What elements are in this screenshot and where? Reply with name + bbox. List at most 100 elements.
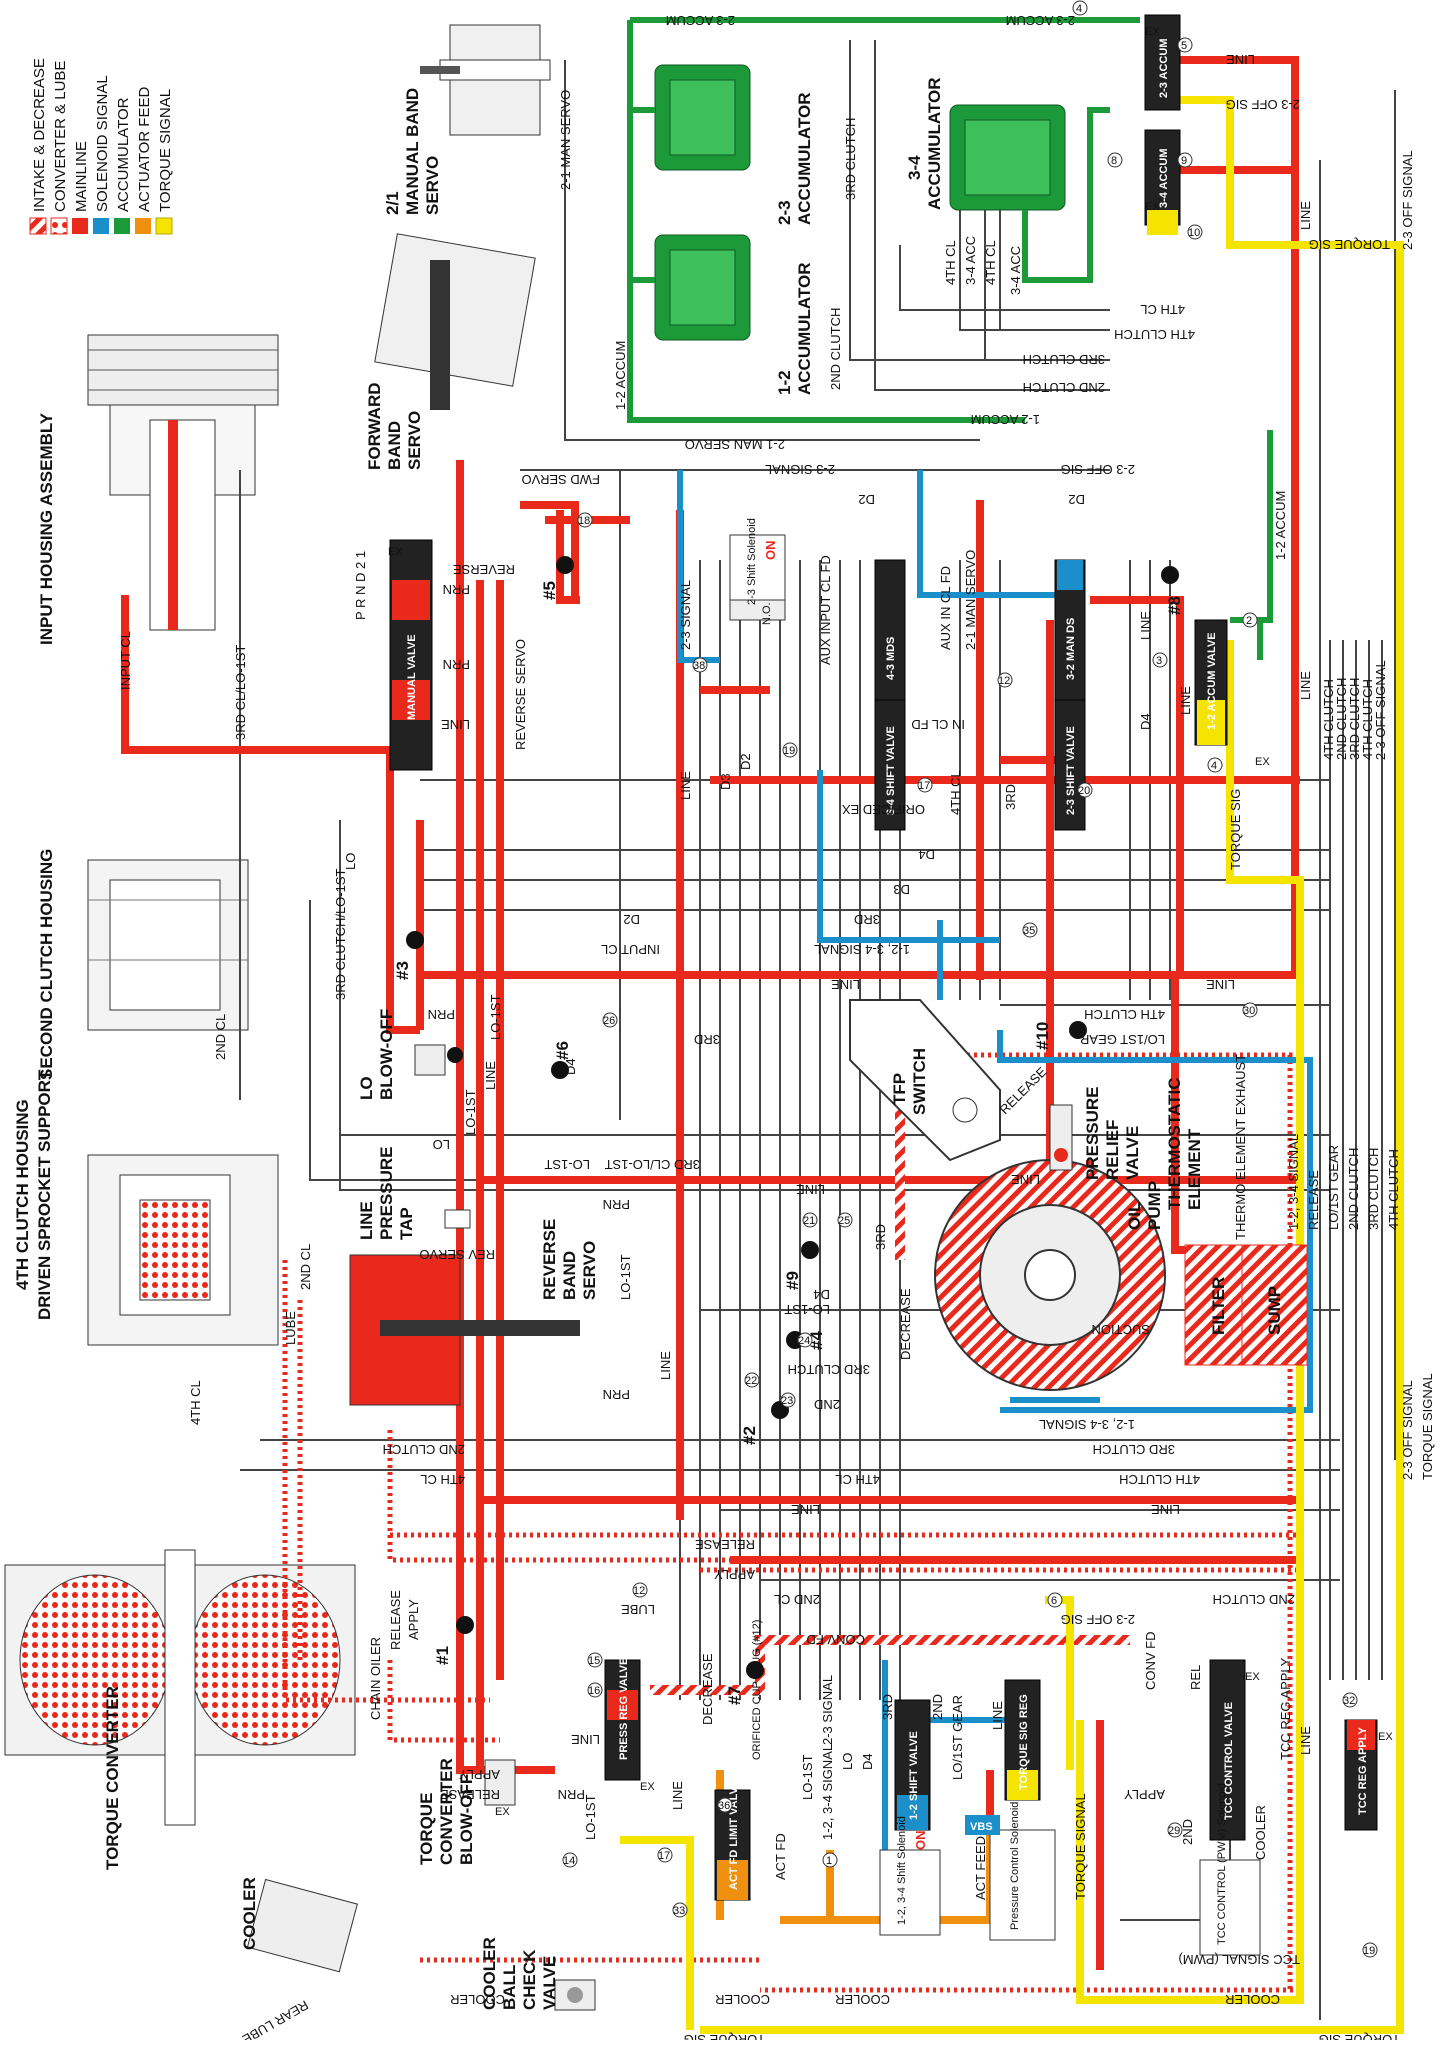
tcc-solenoid: TCC CONTROL (PWM) Solenoid [1199, 1783, 1261, 1956]
orifice-number: 36 [718, 1800, 730, 1812]
pressure-relief-title-3: VALVE [1123, 1126, 1142, 1180]
label-lo-v: LO [343, 853, 358, 870]
no-label: N.O. [761, 602, 773, 625]
checkball-9: #9 [783, 1241, 819, 1290]
label-3rd-clutch-top: 3RD CLUTCH [843, 118, 858, 200]
label-line-h1: LINE [831, 977, 860, 992]
filter-sump: FILTER SUMP [1184, 1244, 1308, 1366]
cooler-check-title: COOLER [480, 1937, 499, 2010]
label-act-fd: ACT FD [773, 1833, 788, 1880]
legend-label: INTAKE & DECREASE [31, 58, 48, 212]
torque-converter: TORQUE CONVERTER [4, 1549, 356, 1870]
oil-pump: OIL PUMP [934, 1159, 1166, 1391]
checkball-1-label: #1 [433, 1646, 452, 1665]
label-line-manual: LINE [441, 717, 470, 732]
label-accum-12-right: 1-2 ACCUM [1273, 491, 1288, 560]
accumulator-1-2-title-2: ACCUMULATOR [795, 262, 814, 395]
label-signal-1234-h: 1-2, 3-4 SIGNAL [814, 942, 910, 957]
label-lo1st-h2: LO-1ST [784, 1302, 830, 1317]
label-lo1st-gear-right: LO/1ST GEAR [1326, 1145, 1341, 1230]
orifice-number: 4 [1211, 760, 1217, 772]
checkball-7-label: #7 [725, 1686, 744, 1705]
label-2nd-cl-h: 2ND CL [774, 1592, 820, 1607]
label-2nd-clutch-mid: 2ND CLUTCH [1334, 678, 1349, 760]
label-signal-1234-v: 1-2, 3-4 SIGNAL [820, 1744, 835, 1840]
legend-swatch [155, 217, 173, 235]
label-4th-clutch-mid2: 4TH CLUTCH [1360, 679, 1375, 760]
forward-band-servo: FORWARD BAND SERVO [365, 233, 536, 470]
orifice-number: 17 [658, 1850, 670, 1862]
label-2nd-v2: 2ND [1180, 1819, 1195, 1845]
orifice-number: 12 [633, 1585, 645, 1597]
accumulator-3-4: 3-4 ACCUMULATOR [905, 77, 1066, 211]
orifice-number: 23 [781, 1395, 793, 1407]
valve-32-man-ds-label: 3-2 MAN DS [1065, 618, 1077, 680]
label-4th-cl-h4: 4TH CL [835, 1472, 880, 1487]
valve-tcc-reg-apply-label: TCC REG APPLY [1357, 1727, 1369, 1815]
label-d4-h: D4 [918, 847, 935, 862]
label-off-signal-mid: 2-3 OFF SIGNAL [1373, 660, 1388, 760]
torque-converter-blowoff: TORQUE CONVERTER BLOW-OFF [417, 1758, 516, 1865]
solenoid-1234-on: ON [913, 1831, 928, 1851]
fourth-clutch-title-2: DRIVEN SPROCKET SUPPORT [35, 1069, 54, 1320]
orifice-marker: 4 [1072, 0, 1088, 16]
valve-34-accum-label: 3-4 ACCUM [1158, 149, 1170, 209]
orifice-marker: 33 [672, 1902, 688, 1918]
manual-band-servo-title: 2/1 [383, 191, 402, 215]
label-line-h2: LINE [1206, 977, 1235, 992]
label-accum-23-top-2: 2-3 ACCUM [1006, 13, 1075, 28]
thermostatic-title: THERMOSTATIC [1165, 1077, 1184, 1210]
label-4th-cl-h3: 4TH CL [420, 1472, 465, 1487]
lo-blowoff-title-2: BLOW-OFF [377, 1009, 396, 1100]
label-lo-1st-v2: LO-1ST [618, 1254, 633, 1300]
label-line-32: LINE [1138, 611, 1153, 640]
label-d3-v: D3 [718, 773, 733, 790]
solenoid-2-3-label: 2-3 Shift Solenoid [746, 518, 758, 605]
label-d2-h: D2 [623, 912, 640, 927]
orifice-number: 32 [1343, 1695, 1355, 1707]
checkballs: #1 #2 #3 #4 #5 #6 #7 #8 [393, 556, 1184, 1705]
label-acc-34: 3-4 ACC [1008, 246, 1023, 295]
label-2nd-clutch-right: 2ND CLUTCH [1346, 1148, 1361, 1230]
label-suction: SUCTION [1092, 1322, 1151, 1337]
reverse-band-servo-title: REVERSE [540, 1219, 559, 1300]
orifice-number: 10 [1188, 227, 1200, 239]
orificed-cup-plug: ORIFICED CUP PLUG (#12) [751, 1620, 763, 1760]
label-3rd-cl-lo1st: 3RD CL/LO-1ST [233, 645, 248, 740]
valve-12-accum: 1-2 ACCUM VALVE [1194, 619, 1228, 746]
line-pressure-tap: LINE PRESSURE TAP [357, 1146, 471, 1240]
legend-swatch [114, 218, 130, 234]
orifice-markers: 4 5 8 9 10 18 38 12 2 3 4 19 17 20 35 26… [562, 0, 1378, 1958]
torque-converter-title: TORQUE CONVERTER [103, 1686, 122, 1870]
input-housing-assembly: INPUT HOUSING ASSEMBLY [37, 334, 279, 645]
label-signal-23-v2: 2-3 SIGNAL [820, 1675, 835, 1745]
orifice-marker: 8 [1107, 152, 1123, 168]
misc-labels: P R N D 2 1 EX EX EX EX EX EX EX EX N.O. [353, 26, 1393, 1818]
orifice-marker: 17 [917, 777, 933, 793]
orifice-marker: 19 [782, 742, 798, 758]
orifice-number: 12 [998, 675, 1010, 687]
label-3rd-v2: 3RD [873, 1224, 888, 1250]
label-tcc-reg-apply: TCC REG APPLY [1278, 1657, 1293, 1760]
orifice-marker: 4 [1207, 757, 1223, 773]
orifice-marker: 16 [587, 1682, 603, 1698]
orifice-marker: 12 [632, 1582, 648, 1598]
cooler-check-title-4: VALVE [540, 1956, 559, 2010]
orifice-number: 14 [563, 1855, 575, 1867]
reverse-band-servo-title-2: BAND [560, 1251, 579, 1300]
label-3rd-h2: 3RD [694, 1032, 720, 1047]
label-off-sig-top: 2-3 OFF SIG [1226, 97, 1300, 112]
label-3rd-clutch-mid: 3RD CLUTCH [1347, 678, 1362, 760]
orifice-marker: 21 [802, 1212, 818, 1228]
label-cooler-left: COOLER [450, 1992, 505, 2007]
thermostatic-element: THERMOSTATIC ELEMENT THERMO ELEMENT EXHA… [1165, 1054, 1248, 1240]
label-signal-23-v: 2-3 SIGNAL [678, 580, 693, 650]
label-d3-h: D3 [893, 882, 910, 897]
label-cooler-h1: COOLER [715, 1992, 770, 2007]
legend-swatch [29, 217, 47, 235]
valve-43-mds-label: 4-3 MDS [885, 637, 897, 680]
checkball-8: #8 [1161, 566, 1184, 615]
legend-label: MAINLINE [73, 141, 90, 212]
orifice-marker: 25 [837, 1212, 853, 1228]
